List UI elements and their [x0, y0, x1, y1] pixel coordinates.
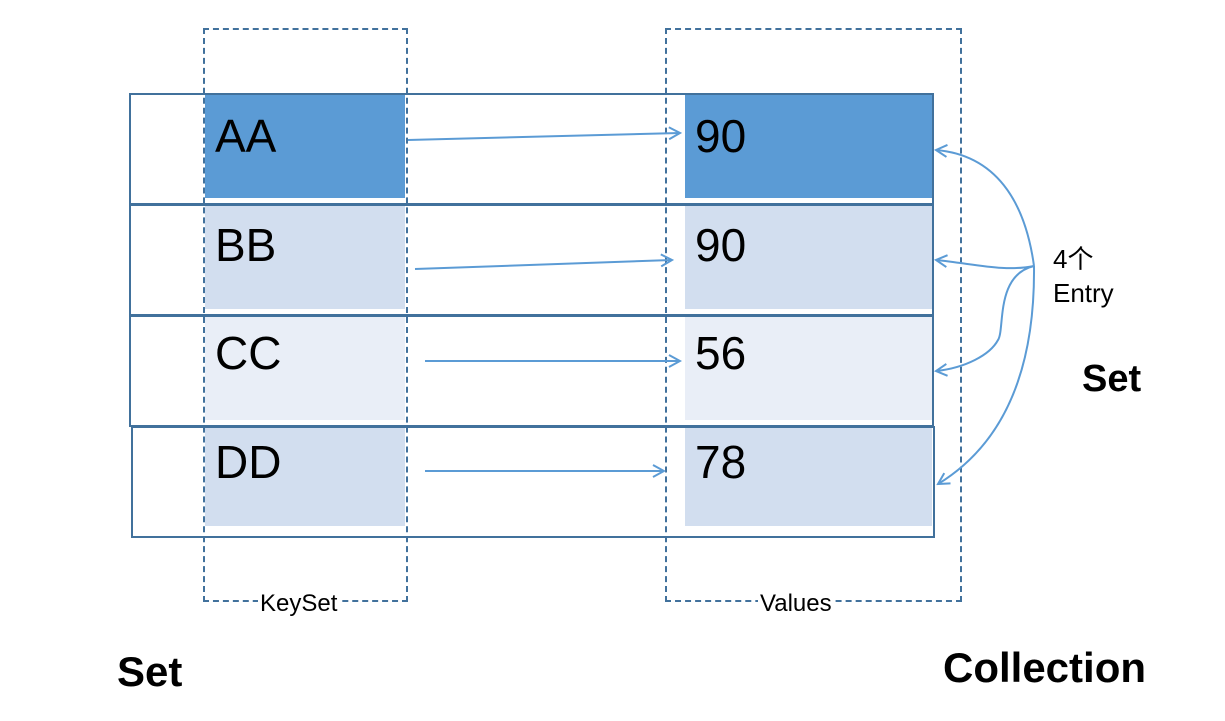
key-text-2: BB — [215, 219, 277, 271]
key-text-4: DD — [215, 436, 282, 488]
key-to-value-arrow-1 — [407, 133, 680, 141]
entry-brace-arrow-4 — [938, 265, 1036, 484]
key-text-1: AA — [215, 110, 277, 162]
key-cell-3 — [205, 316, 405, 420]
keyset-label: KeySet — [258, 590, 340, 617]
value-text-3: 56 — [695, 327, 747, 379]
value-cell-3 — [685, 316, 932, 420]
values-type-label: Collection — [943, 644, 1147, 691]
value-cell-1 — [685, 94, 932, 198]
key-cell-4 — [205, 427, 405, 526]
values-label: Values — [758, 590, 834, 617]
entry-brace-arrow-1 — [936, 150, 1035, 267]
key-cell-2 — [205, 205, 405, 309]
keyset-type-label: Set — [117, 648, 183, 695]
value-cell-4 — [685, 427, 932, 526]
value-text-2: 90 — [695, 219, 747, 271]
entry-count: 4个 — [1053, 244, 1094, 274]
value-text-1: 90 — [695, 110, 747, 162]
entry-annotation: 4个 Entry — [1053, 243, 1114, 311]
entry-row-4 — [131, 426, 935, 538]
key-cell-1 — [205, 94, 405, 198]
key-text-3: CC — [215, 327, 282, 379]
value-cell-2 — [685, 205, 932, 309]
entry-brace-arrow-3 — [936, 265, 1035, 371]
entry-word: Entry — [1053, 277, 1114, 308]
entry-brace-arrow-2 — [936, 260, 1035, 270]
value-text-4: 78 — [695, 436, 747, 488]
entry-set-label: Set — [1082, 358, 1142, 400]
key-to-value-arrow-2 — [414, 260, 672, 270]
